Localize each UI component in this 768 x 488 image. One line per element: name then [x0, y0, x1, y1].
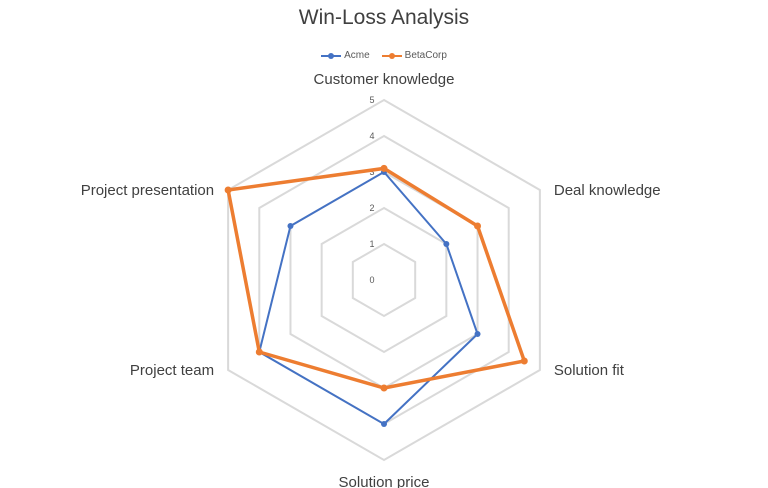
- legend-swatch-acme: [321, 51, 342, 61]
- tick-label-0: 0: [369, 275, 374, 285]
- chart-title: Win-Loss Analysis: [298, 6, 470, 29]
- data-point-acme-1: [443, 241, 450, 247]
- axis-label-solution-price: Solution price: [339, 474, 430, 488]
- grid-ring-3: [289, 170, 479, 390]
- legend-swatch-betacorp: [381, 51, 402, 61]
- radar-series: [224, 164, 528, 427]
- grid-ring-2: [320, 206, 448, 354]
- tick-label-1: 1: [369, 239, 374, 249]
- axis-label-project-team: Project team: [130, 362, 214, 379]
- data-point-betacorp-4: [255, 348, 263, 356]
- data-point-betacorp-3: [380, 384, 388, 392]
- data-point-acme-5: [287, 223, 294, 229]
- data-point-betacorp-5: [224, 186, 232, 194]
- legend-label-betacorp: BetaCorp: [404, 50, 447, 61]
- axis-label-deal-knowledge: Deal knowledge: [554, 182, 661, 199]
- data-point-acme-2: [474, 331, 481, 337]
- data-point-betacorp-1: [474, 222, 482, 230]
- grid-ring-1: [351, 242, 417, 318]
- tick-label-2: 2: [369, 203, 374, 213]
- data-point-betacorp-0: [380, 164, 388, 172]
- radar-grid: [227, 98, 541, 462]
- radar-tick-labels: 0 1 2 3 4 5: [369, 95, 374, 285]
- data-point-acme-3: [381, 421, 387, 427]
- axis-label-solution-fit: Solution fit: [554, 362, 625, 379]
- data-point-betacorp-2: [520, 357, 528, 365]
- legend-item-acme: Acme: [321, 50, 370, 61]
- legend-label-acme: Acme: [344, 50, 370, 61]
- axis-label-customer-knowledge: Customer knowledge: [314, 71, 455, 88]
- axis-label-project-presentation: Project presentation: [81, 182, 214, 199]
- legend: Acme BetaCorp: [0, 50, 768, 61]
- tick-label-5: 5: [369, 95, 374, 105]
- series-line-acme: [258, 171, 479, 425]
- series-betacorp: [224, 164, 528, 392]
- tick-label-3: 3: [369, 167, 374, 177]
- grid-ring-5: [227, 98, 541, 462]
- legend-item-betacorp: BetaCorp: [381, 50, 447, 61]
- tick-label-4: 4: [369, 131, 374, 141]
